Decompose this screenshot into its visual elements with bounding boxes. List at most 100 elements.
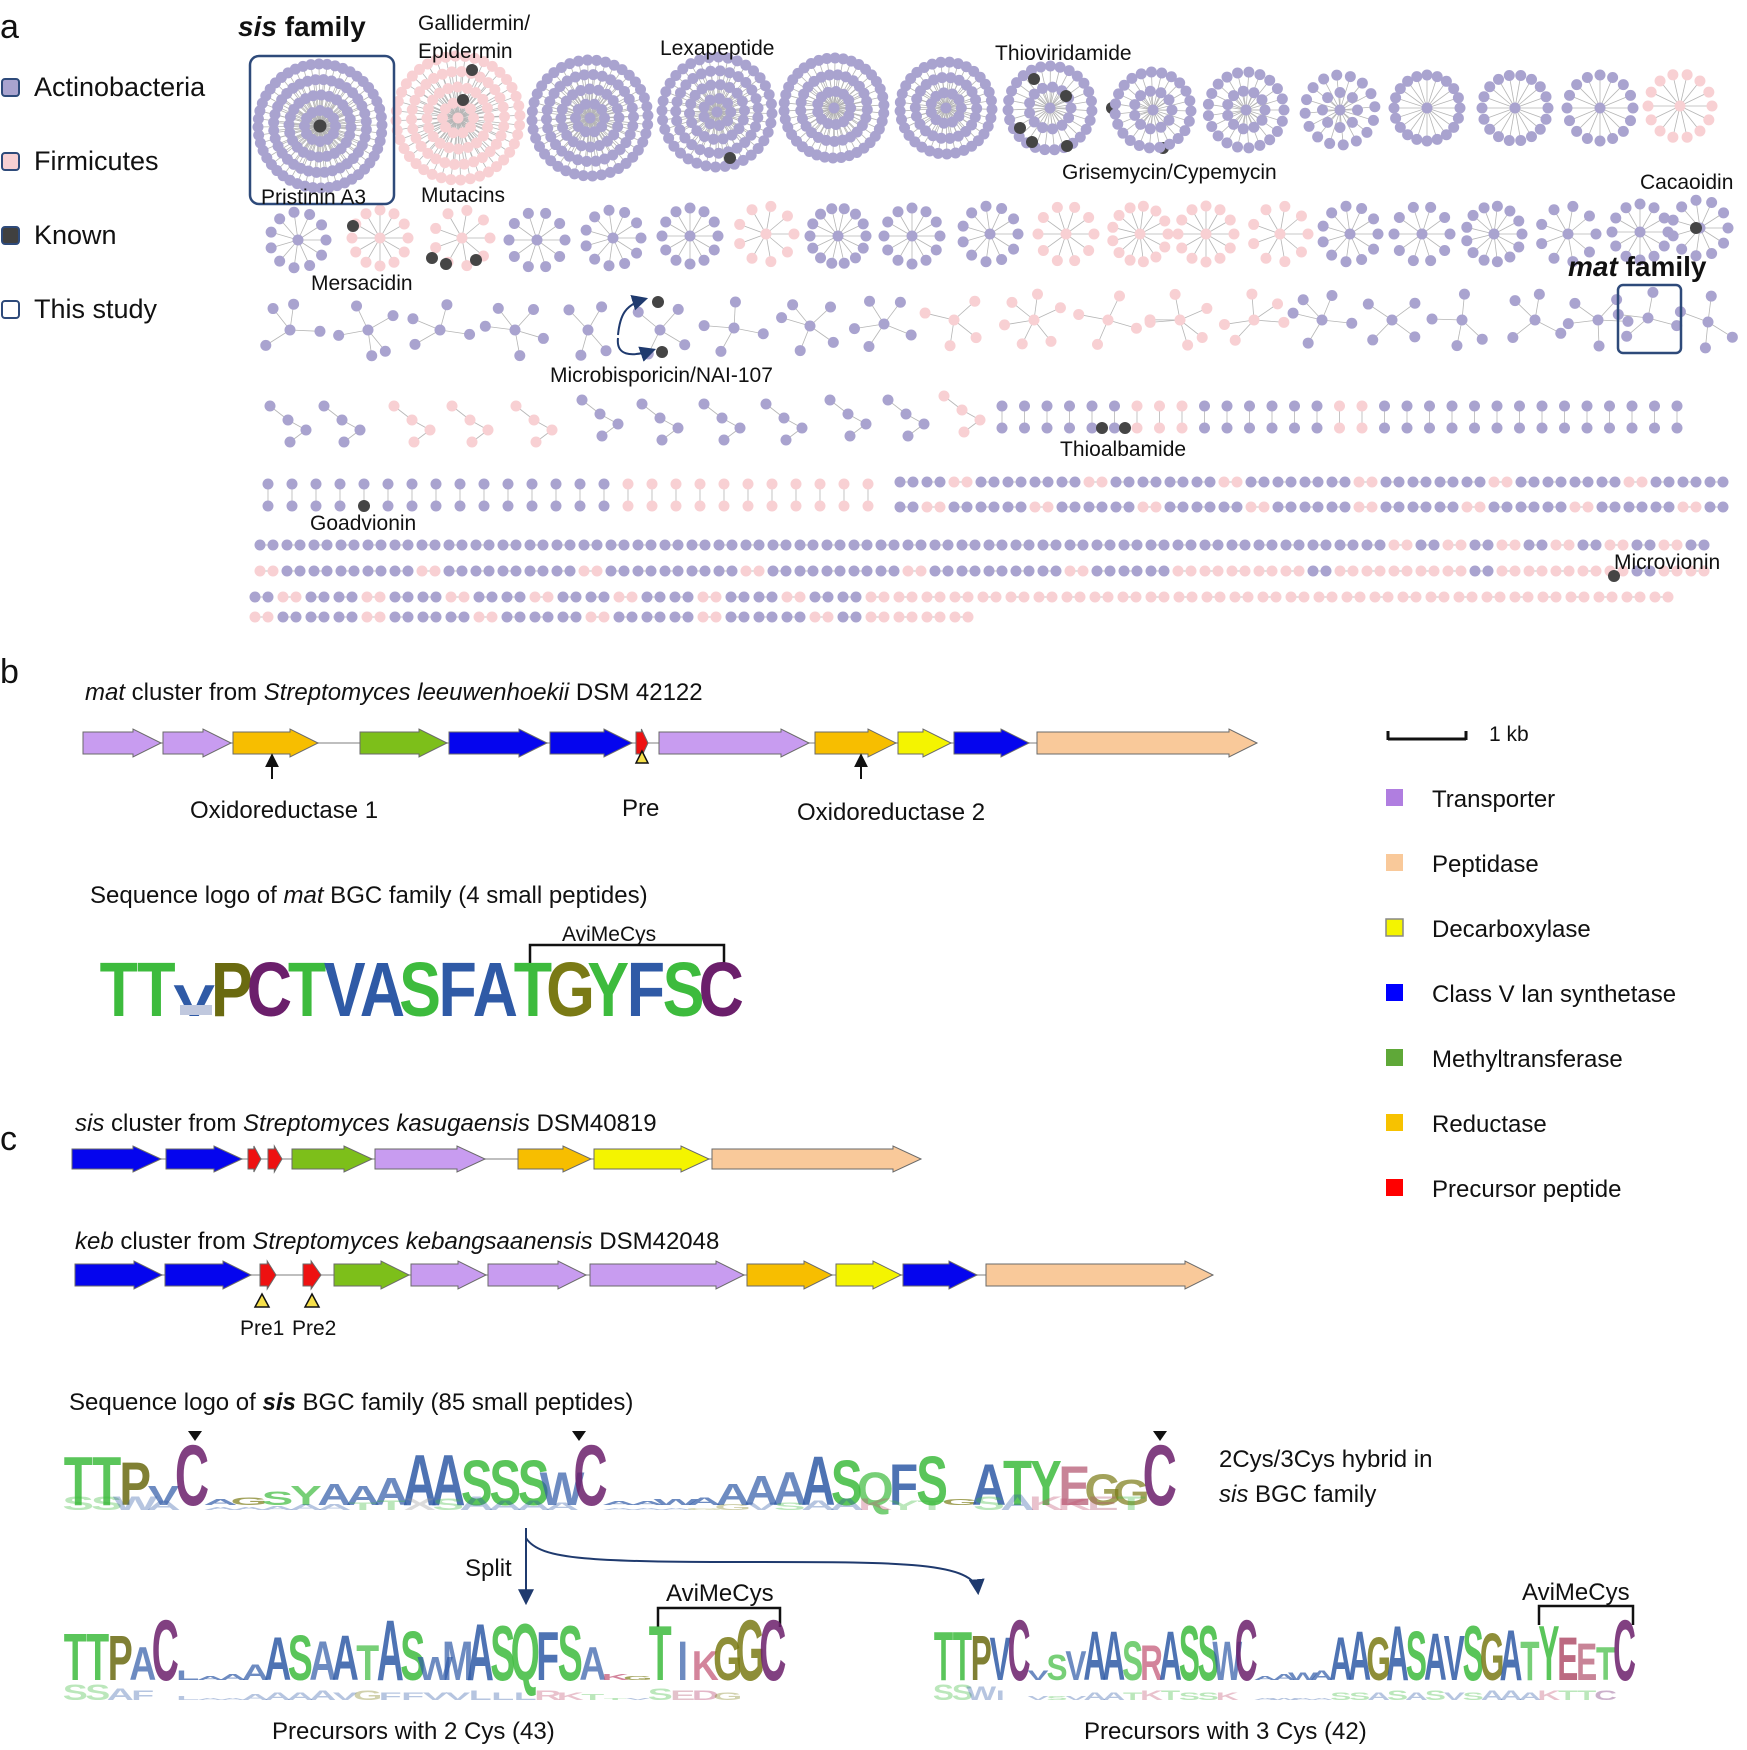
network-node	[510, 90, 522, 102]
network-node	[1256, 114, 1268, 126]
network-node	[1369, 591, 1381, 603]
network-node	[389, 591, 401, 603]
logo-letter: A	[1310, 1668, 1333, 1683]
network-component	[598, 478, 610, 512]
logo-letter: P	[108, 1623, 133, 1695]
network-node	[902, 539, 914, 551]
network-node	[962, 591, 974, 603]
network-node	[1278, 316, 1290, 328]
network-node	[1229, 334, 1241, 346]
network-node	[304, 209, 316, 221]
network-node	[740, 77, 752, 89]
network-component	[551, 539, 576, 551]
logo-letter: S	[663, 947, 705, 1032]
known-node	[724, 152, 736, 164]
network-node	[623, 93, 635, 105]
network-node	[389, 539, 401, 551]
logo-letter: A	[579, 1638, 606, 1691]
network-node	[1698, 539, 1710, 551]
network-node	[1006, 85, 1018, 97]
network-node	[944, 56, 956, 68]
network-node	[1135, 90, 1147, 102]
network-node	[452, 81, 464, 93]
network-node	[1010, 565, 1022, 577]
network-node	[344, 113, 356, 125]
network-node	[745, 149, 757, 161]
network-hub-node	[292, 234, 304, 246]
network-node	[578, 69, 590, 81]
network-node	[1083, 501, 1095, 513]
network-node	[679, 339, 691, 351]
network-node	[481, 102, 493, 114]
network-component	[1442, 565, 1467, 577]
network-node	[1177, 476, 1189, 488]
network-node	[710, 611, 722, 623]
network-node	[1002, 476, 1014, 488]
network-node	[1548, 252, 1560, 264]
network-node	[1109, 108, 1121, 120]
network-node	[1074, 131, 1086, 143]
network-node	[1163, 94, 1175, 106]
network-node	[948, 501, 960, 513]
network-node	[759, 80, 771, 92]
network-node	[413, 63, 425, 75]
network-node	[1542, 476, 1554, 488]
network-node	[1258, 501, 1270, 513]
network-component	[1226, 539, 1251, 551]
legend-label-known: Known	[34, 220, 117, 250]
network-node	[970, 332, 982, 344]
logo-letter: A	[264, 1690, 291, 1703]
network-node	[966, 249, 978, 261]
network-node	[420, 78, 432, 90]
network-node	[1326, 207, 1338, 219]
network-node	[641, 591, 653, 603]
network-node	[1577, 565, 1589, 577]
network-node	[288, 206, 300, 218]
network-node	[697, 611, 709, 623]
network-node	[698, 111, 710, 123]
network-node	[1454, 102, 1466, 114]
network-node	[577, 170, 589, 182]
logo-letter: I	[678, 1631, 688, 1693]
network-node	[1064, 539, 1076, 551]
network-node	[1164, 501, 1176, 513]
network-node	[542, 611, 554, 623]
network-component	[277, 591, 302, 603]
network-component	[1191, 501, 1216, 513]
network-component	[1674, 290, 1738, 354]
network-node	[1340, 256, 1352, 268]
network-node	[288, 298, 300, 310]
network-component	[1631, 565, 1656, 577]
logo-letter: S	[432, 1495, 464, 1514]
logo-letter: A	[403, 1440, 437, 1520]
legend-known: Known	[1, 220, 117, 250]
network-node	[926, 58, 938, 70]
network-component	[1107, 200, 1174, 268]
network-node	[422, 58, 434, 70]
logo-letter: Y	[290, 1481, 322, 1512]
network-node	[1201, 302, 1213, 314]
network-component	[1041, 400, 1053, 434]
network-node	[1248, 87, 1260, 99]
network-node	[1259, 104, 1271, 116]
logo-letter: W	[113, 1492, 159, 1514]
similarity-network	[249, 50, 1738, 623]
network-node	[1394, 83, 1406, 95]
network-hub-node	[1174, 314, 1186, 326]
network-node	[452, 143, 464, 155]
network-node	[862, 500, 874, 512]
network-component	[1280, 539, 1305, 551]
network-node	[586, 170, 598, 182]
network-node	[1299, 476, 1311, 488]
network-node	[1461, 235, 1473, 247]
network-component	[865, 591, 890, 603]
network-node	[1606, 591, 1618, 603]
network-component	[1562, 294, 1634, 352]
network-node	[486, 611, 498, 623]
network-node	[478, 478, 490, 490]
network-node	[1008, 213, 1020, 225]
network-component	[1073, 290, 1142, 350]
network-node	[1425, 201, 1437, 213]
network-node	[591, 565, 603, 577]
network-component	[1056, 476, 1081, 488]
